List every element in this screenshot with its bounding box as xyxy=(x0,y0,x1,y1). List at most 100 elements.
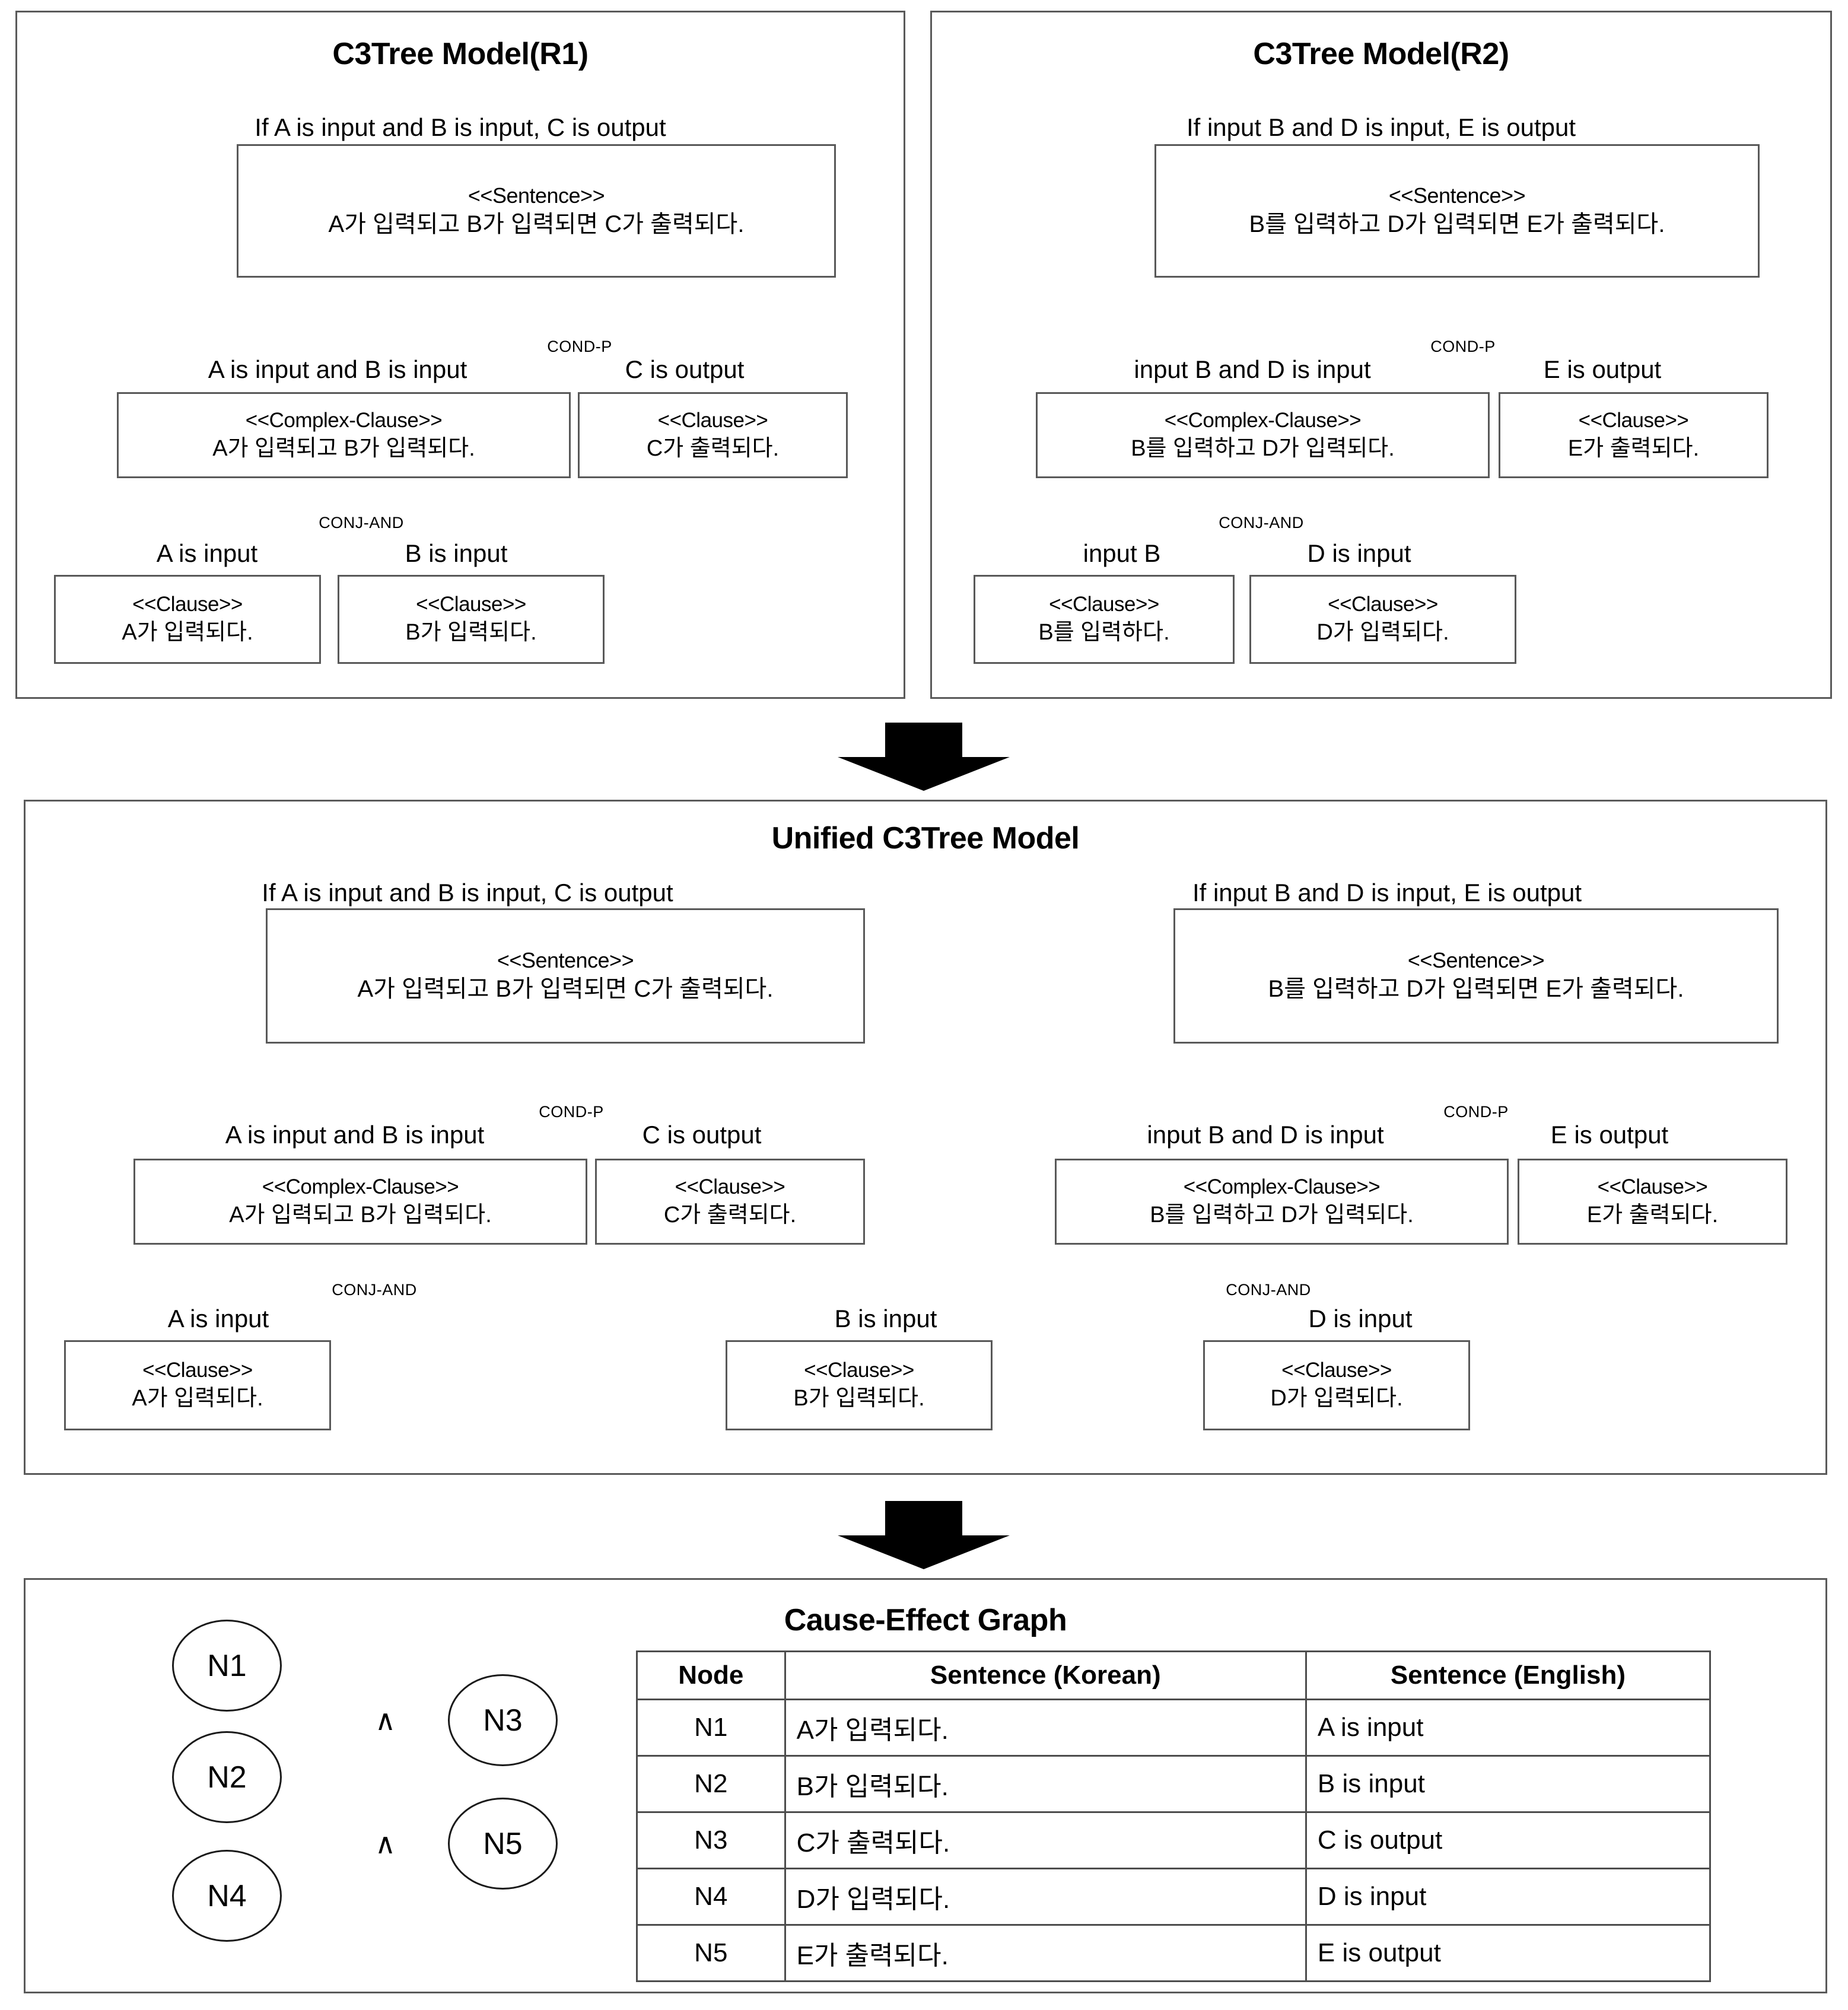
r2-node-sentence: <<Sentence>> B를 입력하고 D가 입력되면 E가 출력되다. xyxy=(1154,144,1760,278)
unified-right-node-clause-e: <<Clause>> E가 출력되다. xyxy=(1518,1159,1787,1245)
r1-sentence-text: A가 입력되고 B가 입력되면 C가 출력되다. xyxy=(328,211,745,237)
panel-c3tree-r1: C3Tree Model(R1) If A is input and B is … xyxy=(15,11,905,699)
unified-leafD-gloss: D is input xyxy=(1308,1305,1413,1332)
unified-right-sentence-stereotype: <<Sentence>> xyxy=(1407,948,1545,973)
th-node: Node xyxy=(636,1650,786,1700)
r2-node-clause-e: <<Clause>> E가 출력되다. xyxy=(1499,392,1769,478)
r2-clause-e-stereotype: <<Clause>> xyxy=(1578,408,1689,432)
cell-node: N5 xyxy=(636,1924,786,1982)
r1-clause-b-text: B가 입력되다. xyxy=(405,620,537,645)
r1-clause-a-stereotype: <<Clause>> xyxy=(132,593,243,616)
r1-node-complex-clause: <<Complex-Clause>> A가 입력되고 B가 입력되다. xyxy=(117,392,571,478)
ceg-node-table: Node Sentence (Korean) Sentence (English… xyxy=(636,1650,1712,1982)
table-row: N5 E가 출력되다. E is output xyxy=(636,1924,1712,1982)
unified-left-sentence-text: A가 입력되고 B가 입력되면 C가 출력되다. xyxy=(357,976,774,1003)
flow-arrow-down-2 xyxy=(838,1501,1010,1569)
r2-leaf2-gloss: D is input xyxy=(1307,539,1411,567)
unified-right-right-gloss: E is output xyxy=(1550,1121,1669,1149)
r1-left-gloss: A is input and B is input xyxy=(208,355,467,383)
r1-node-clause-a: <<Clause>> A가 입력되다. xyxy=(54,575,321,664)
r1-leaf1-gloss: A is input xyxy=(156,539,258,567)
cell-english: E is output xyxy=(1305,1924,1712,1982)
r1-clause-b-stereotype: <<Clause>> xyxy=(416,593,526,616)
r1-leaf2-gloss: B is input xyxy=(405,539,508,567)
r2-clause-d-text: D가 입력되다. xyxy=(1316,620,1449,645)
ceg-node-n5-label: N5 xyxy=(483,1826,523,1861)
table-row: N1 A가 입력되다. A is input xyxy=(636,1699,1712,1757)
r1-node-sentence: <<Sentence>> A가 입력되고 B가 입력되면 C가 출력되다. xyxy=(237,144,836,278)
cell-korean: E가 출력되다. xyxy=(784,1924,1307,1982)
unified-clause-d-stereotype: <<Clause>> xyxy=(1281,1359,1392,1382)
th-sentence-english: Sentence (English) xyxy=(1305,1650,1712,1700)
r1-root-gloss: If A is input and B is input, C is outpu… xyxy=(255,113,666,141)
table-row: N2 B가 입력되다. B is input xyxy=(636,1755,1712,1813)
unified-node-clause-d: <<Clause>> D가 입력되다. xyxy=(1203,1340,1470,1430)
unified-right-complex-clause-stereotype: <<Complex-Clause>> xyxy=(1183,1175,1381,1198)
r2-clause-e-text: E가 출력되다. xyxy=(1567,435,1700,461)
unified-left-clause-c-stereotype: <<Clause>> xyxy=(675,1175,785,1198)
panel-title-r1: C3Tree Model(R1) xyxy=(332,37,589,71)
ceg-node-n3[interactable]: N3 xyxy=(448,1674,558,1766)
panel-title-unified: Unified C3Tree Model xyxy=(771,821,1080,855)
unified-clause-d-text: D가 입력되다. xyxy=(1270,1386,1403,1411)
r1-rel-conj-and: CONJ-AND xyxy=(319,514,404,532)
r2-left-gloss: input B and D is input xyxy=(1134,355,1371,383)
unified-clause-a-stereotype: <<Clause>> xyxy=(142,1359,253,1382)
panel-unified-c3tree: Unified C3Tree Model If A is input and B… xyxy=(24,800,1827,1475)
r1-right-gloss: C is output xyxy=(625,355,745,383)
ceg-node-n4[interactable]: N4 xyxy=(172,1850,282,1942)
r1-node-clause-c: <<Clause>> C가 출력되다. xyxy=(578,392,848,478)
unified-left-clause-c-text: C가 출력되다. xyxy=(663,1202,797,1227)
ceg-node-n2-label: N2 xyxy=(207,1760,247,1795)
r2-clause-b-text: B를 입력하다. xyxy=(1038,620,1170,645)
ceg-and-symbol-n5: ∧ xyxy=(375,1827,396,1860)
unified-left-left-gloss: A is input and B is input xyxy=(225,1121,485,1149)
r1-clause-a-text: A가 입력되다. xyxy=(122,620,253,645)
unified-clause-b-text: B가 입력되다. xyxy=(793,1386,925,1411)
unified-left-node-sentence: <<Sentence>> A가 입력되고 B가 입력되면 C가 출력되다. xyxy=(266,908,865,1044)
unified-right-rel-cond-p: COND-P xyxy=(1443,1103,1509,1121)
ceg-node-n2[interactable]: N2 xyxy=(172,1731,282,1823)
unified-right-node-sentence: <<Sentence>> B를 입력하고 D가 입력되면 E가 출력되다. xyxy=(1173,908,1779,1044)
unified-leafA-gloss: A is input xyxy=(167,1305,269,1332)
cell-korean: C가 출력되다. xyxy=(784,1811,1307,1869)
r1-complex-clause-text: A가 입력되고 B가 입력되다. xyxy=(212,435,475,461)
unified-left-rel-conj-and: CONJ-AND xyxy=(332,1281,417,1299)
ceg-node-n1-label: N1 xyxy=(207,1648,247,1683)
r1-sentence-stereotype: <<Sentence>> xyxy=(467,183,605,208)
unified-right-clause-e-text: E가 출력되다. xyxy=(1586,1202,1719,1227)
unified-left-node-complex-clause: <<Complex-Clause>> A가 입력되고 B가 입력되다. xyxy=(133,1159,587,1245)
cell-english: C is output xyxy=(1305,1811,1712,1869)
panel-c3tree-r2: C3Tree Model(R2) If input B and D is inp… xyxy=(930,11,1832,699)
panel-title-ceg: Cause-Effect Graph xyxy=(784,1603,1067,1637)
r1-clause-c-stereotype: <<Clause>> xyxy=(657,408,768,432)
r1-rel-cond-p: COND-P xyxy=(547,338,612,355)
unified-right-clause-e-stereotype: <<Clause>> xyxy=(1597,1175,1708,1198)
r2-clause-d-stereotype: <<Clause>> xyxy=(1328,593,1438,616)
unified-shared-gloss: B is input xyxy=(834,1305,937,1332)
cell-node: N1 xyxy=(636,1699,786,1757)
r2-right-gloss: E is output xyxy=(1543,355,1662,383)
cell-korean: B가 입력되다. xyxy=(784,1755,1307,1813)
unified-left-root-gloss: If A is input and B is input, C is outpu… xyxy=(262,879,673,907)
ceg-node-n5[interactable]: N5 xyxy=(448,1798,558,1890)
unified-left-node-clause-c: <<Clause>> C가 출력되다. xyxy=(595,1159,865,1245)
cell-korean: D가 입력되다. xyxy=(784,1868,1307,1926)
cell-english: A is input xyxy=(1305,1699,1712,1757)
panel-title-r2: C3Tree Model(R2) xyxy=(1253,37,1509,71)
unified-right-node-complex-clause: <<Complex-Clause>> B를 입력하고 D가 입력되다. xyxy=(1055,1159,1509,1245)
r2-rel-cond-p: COND-P xyxy=(1430,338,1496,355)
r2-complex-clause-text: B를 입력하고 D가 입력되다. xyxy=(1131,435,1395,461)
unified-clause-a-text: A가 입력되다. xyxy=(132,1386,263,1411)
ceg-node-n1[interactable]: N1 xyxy=(172,1620,282,1712)
unified-left-right-gloss: C is output xyxy=(642,1121,762,1149)
unified-right-rel-conj-and: CONJ-AND xyxy=(1226,1281,1311,1299)
unified-clause-b-stereotype: <<Clause>> xyxy=(804,1359,914,1382)
table-header-row: Node Sentence (Korean) Sentence (English… xyxy=(636,1650,1712,1700)
table-row: N3 C가 출력되다. C is output xyxy=(636,1811,1712,1869)
cell-node: N4 xyxy=(636,1868,786,1926)
r2-node-clause-b: <<Clause>> B를 입력하다. xyxy=(974,575,1235,664)
r2-node-complex-clause: <<Complex-Clause>> B를 입력하고 D가 입력되다. xyxy=(1036,392,1490,478)
unified-left-complex-clause-stereotype: <<Complex-Clause>> xyxy=(262,1175,459,1198)
cell-node: N3 xyxy=(636,1811,786,1869)
